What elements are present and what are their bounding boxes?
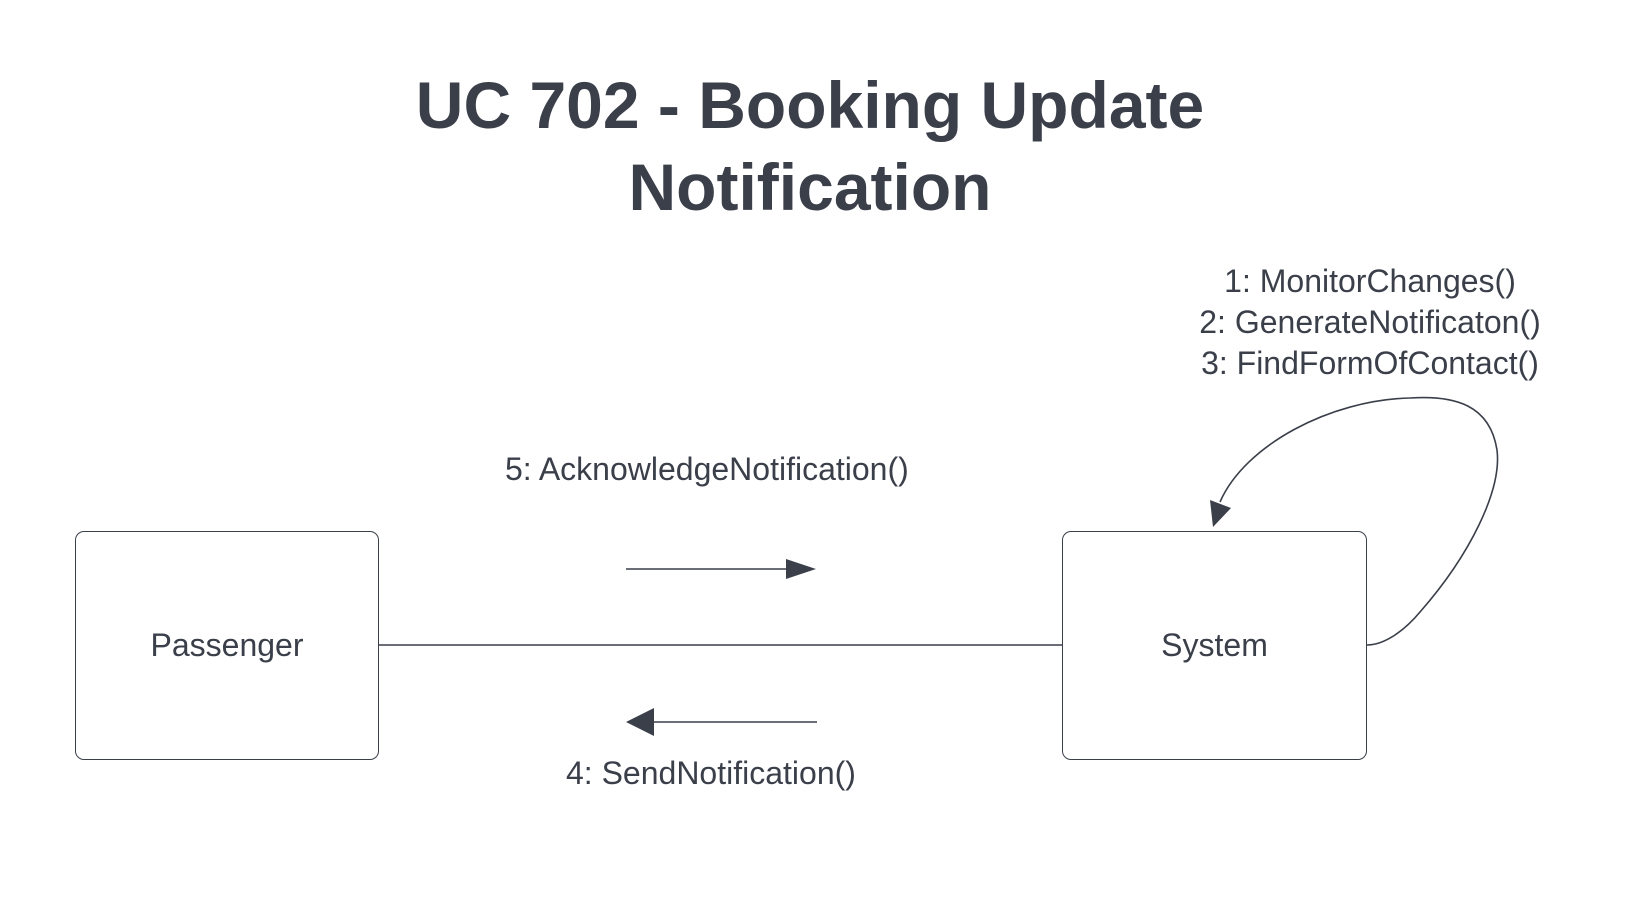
title-line-2: Notification	[628, 150, 992, 224]
message-send-label: 4: SendNotification()	[566, 755, 856, 791]
arrow-to-system	[626, 559, 816, 579]
self-message-2: 2: GenerateNotificaton()	[1199, 304, 1541, 340]
arrow-to-passenger	[626, 708, 817, 736]
self-message-loop	[1210, 396, 1499, 646]
self-message-1: 1: MonitorChanges()	[1224, 263, 1516, 299]
system-label: System	[1161, 627, 1268, 663]
self-message-3: 3: FindFormOfContact()	[1201, 345, 1539, 381]
system-object: System	[1062, 531, 1367, 760]
passenger-object: Passenger	[75, 531, 379, 760]
self-message-labels: 1: MonitorChanges() 2: GenerateNotificat…	[1170, 261, 1570, 384]
message-acknowledge-label: 5: AcknowledgeNotification()	[505, 451, 909, 487]
diagram-title: UC 702 - Booking Update Notification	[0, 64, 1620, 228]
title-line-1: UC 702 - Booking Update	[415, 68, 1205, 142]
passenger-label: Passenger	[150, 627, 304, 663]
